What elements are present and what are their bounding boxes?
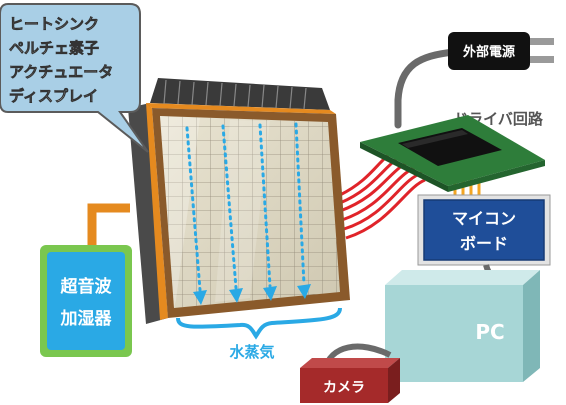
- display-panel: [128, 78, 350, 324]
- vapor-label: 水蒸気: [229, 343, 274, 361]
- driver-circuit-board: [360, 115, 545, 192]
- mcu-board: マイコン ボード: [417, 194, 551, 266]
- mcu-label-line1: マイコン: [452, 209, 516, 228]
- pc: PC: [385, 270, 540, 382]
- pc-label: PC: [475, 320, 504, 344]
- callout-line-3: アクチュエータ: [9, 63, 113, 81]
- camera-label: カメラ: [323, 380, 365, 396]
- callout-line-4: ディスプレイ: [9, 87, 98, 105]
- vapor-flow: 水蒸気: [176, 122, 342, 361]
- callout-line-2: ペルチェ素子: [9, 39, 99, 57]
- humidifier: 超音波 加湿器: [40, 245, 132, 357]
- layer-callout: ヒートシンク ペルチェ素子 アクチュエータ ディスプレイ: [0, 3, 149, 153]
- humidifier-tube: [87, 203, 130, 250]
- power-label: 外部電源: [462, 44, 515, 60]
- callout-line-1: ヒートシンク: [9, 15, 99, 33]
- power-plug: 外部電源: [394, 32, 554, 129]
- mcu-label-line2: ボード: [460, 234, 508, 253]
- humidifier-label-line1: 超音波: [61, 276, 113, 297]
- humidifier-label-line2: 加湿器: [60, 309, 113, 329]
- camera: カメラ: [300, 358, 400, 403]
